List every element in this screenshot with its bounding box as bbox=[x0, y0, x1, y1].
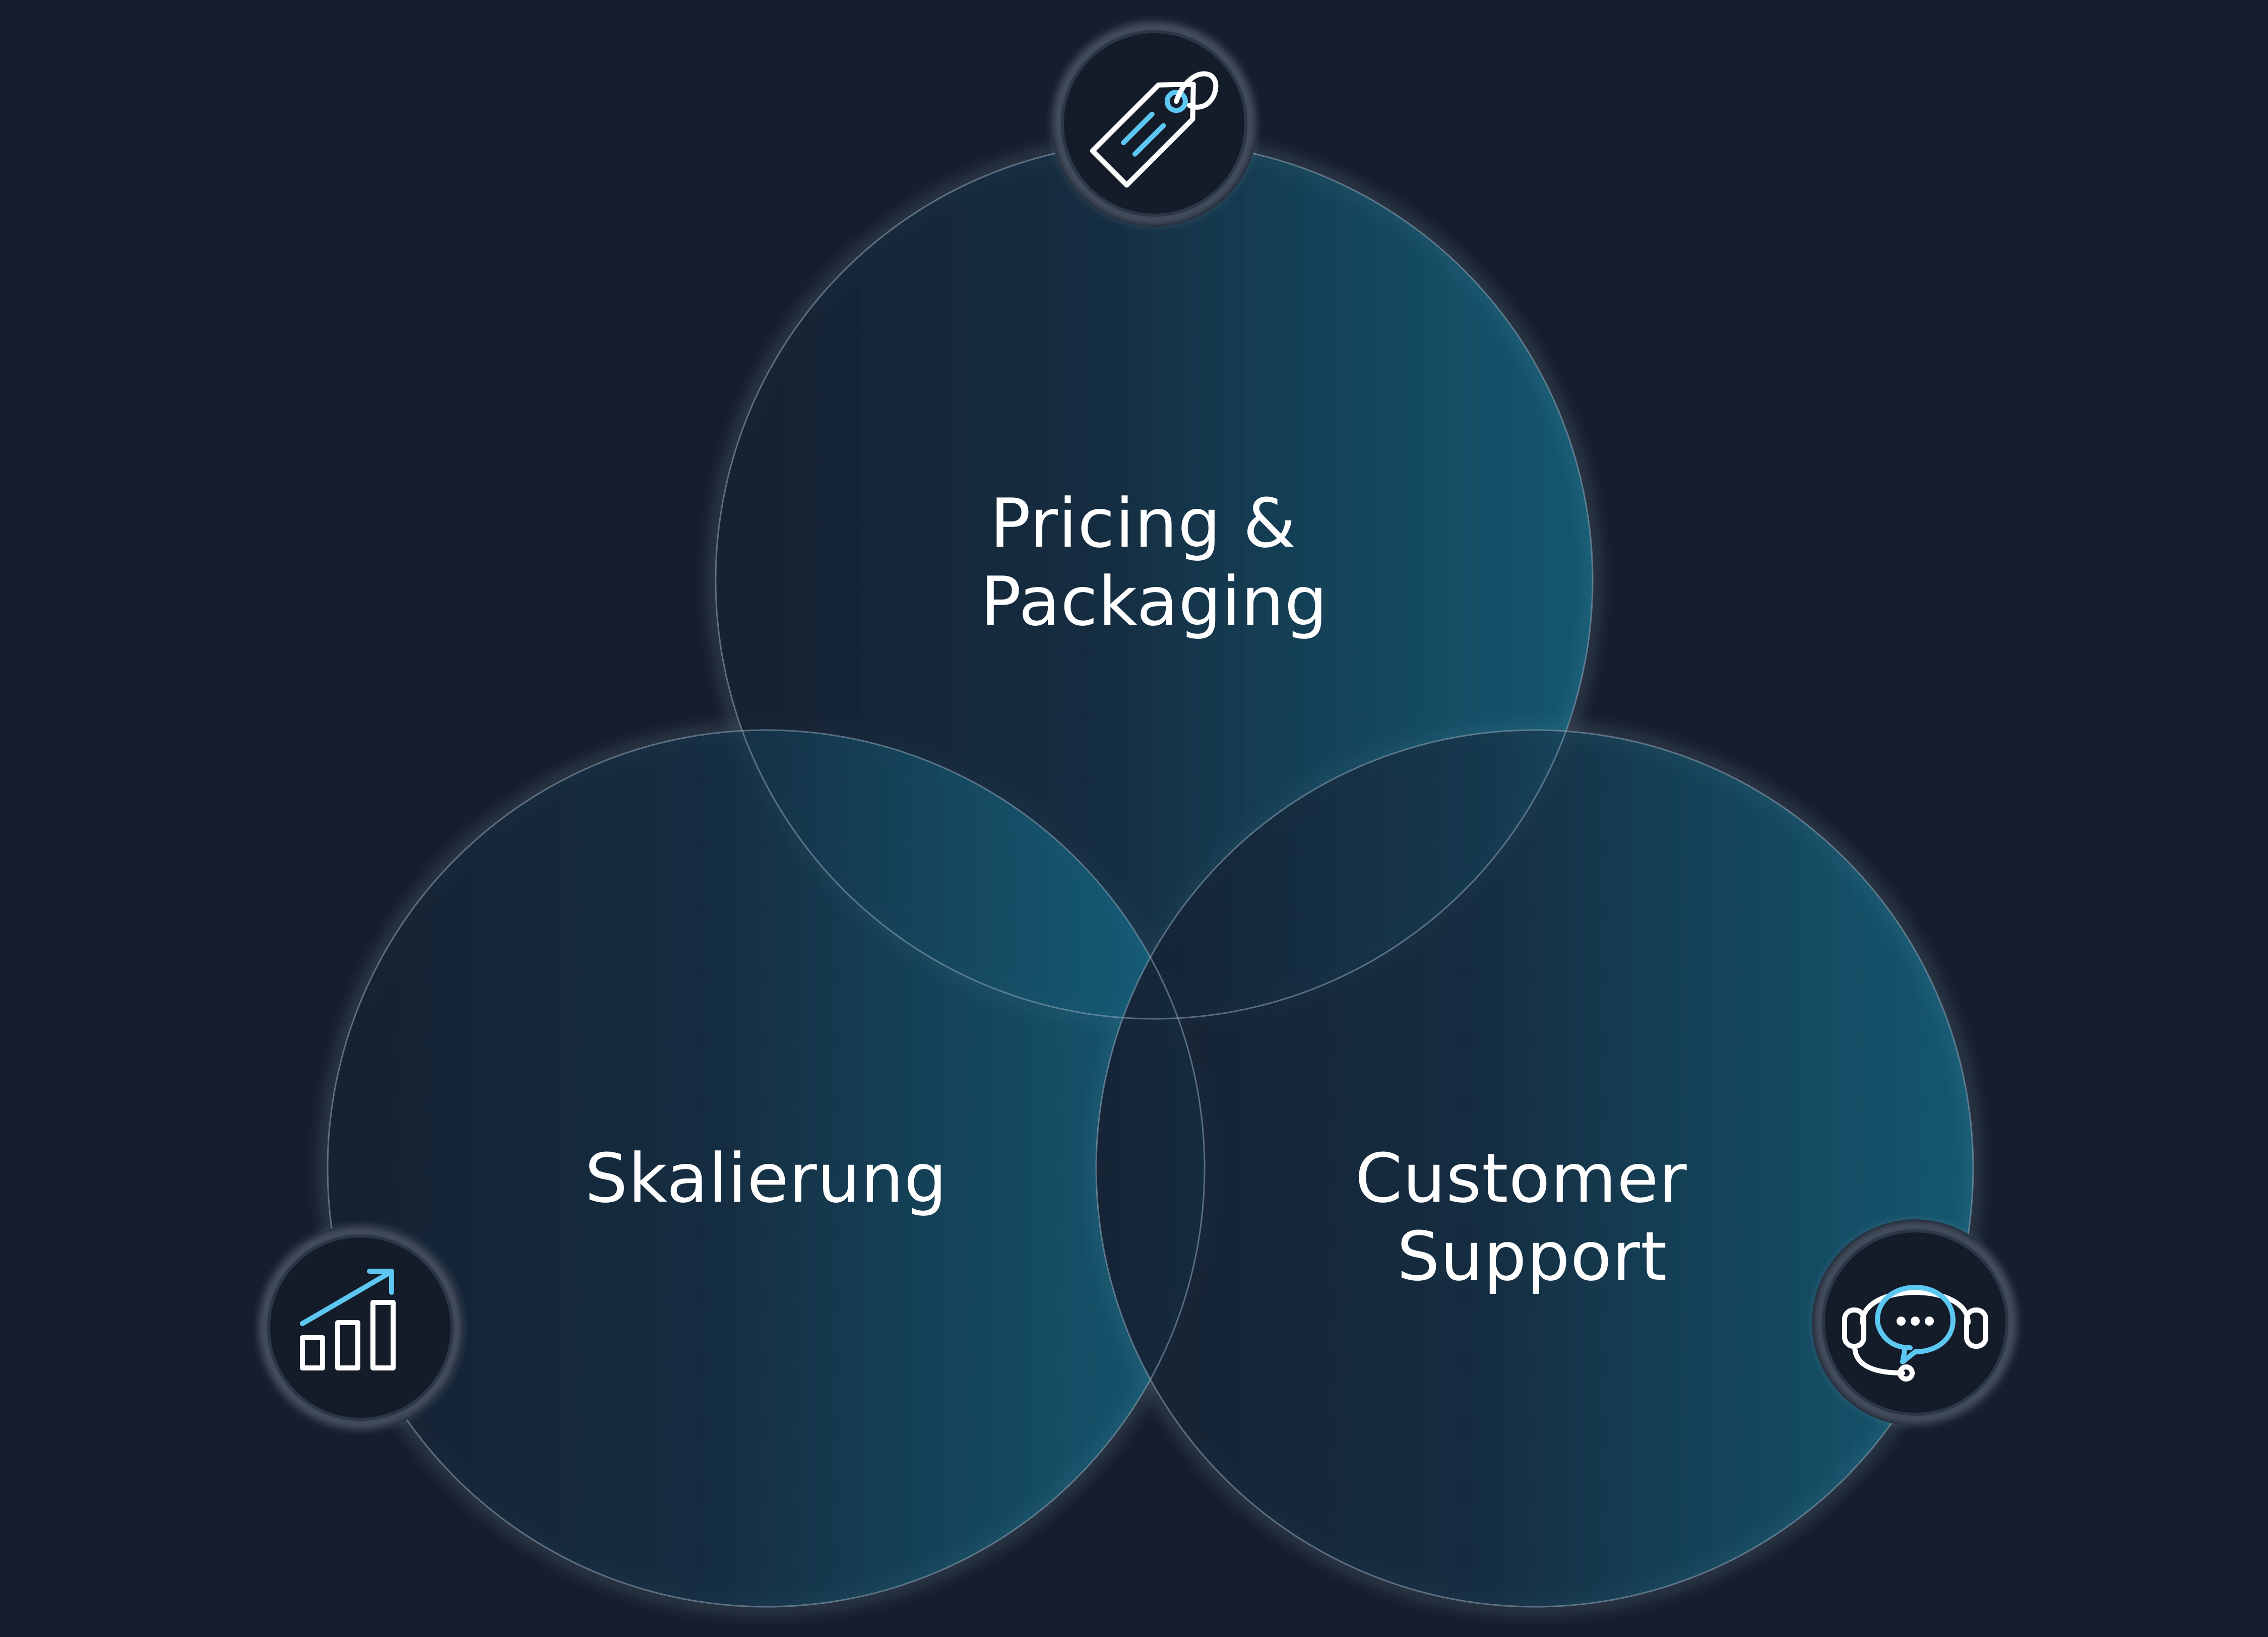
scaling-circle bbox=[328, 730, 1205, 1607]
scaling-label-line-1: Skalierung bbox=[585, 1139, 947, 1218]
support-label-line-1: Customer bbox=[1355, 1139, 1687, 1218]
pricing-label-line-1: Pricing & bbox=[990, 484, 1296, 563]
support-circle-outline bbox=[1095, 729, 1974, 1608]
headset-support-icon bbox=[1842, 1285, 1988, 1382]
scaling-badge bbox=[257, 1224, 464, 1431]
scaling-circle-outline bbox=[327, 729, 1206, 1608]
pricing-label: Pricing & Packaging bbox=[980, 484, 1328, 641]
pricing-badge bbox=[1051, 20, 1257, 227]
circle-fills bbox=[328, 142, 1973, 1607]
support-label: Customer Support bbox=[1355, 1139, 1710, 1296]
support-label-line-2: Support bbox=[1397, 1217, 1668, 1296]
price-tag-icon bbox=[1090, 71, 1219, 188]
growth-chart-icon bbox=[300, 1269, 396, 1370]
support-badge bbox=[1812, 1219, 2019, 1426]
support-circle bbox=[1096, 730, 1973, 1607]
scaling-label: Skalierung bbox=[585, 1139, 947, 1218]
pricing-label-line-2: Packaging bbox=[980, 562, 1328, 641]
